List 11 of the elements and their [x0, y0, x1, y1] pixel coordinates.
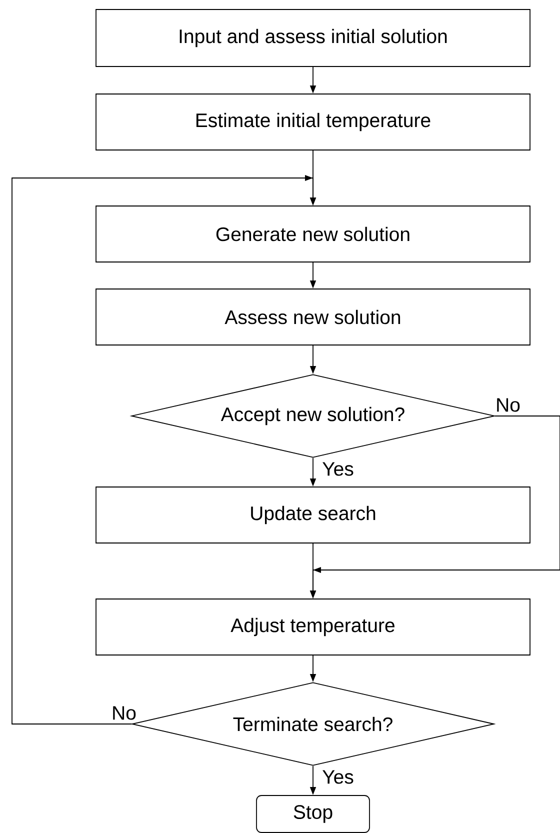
edge-label: Yes	[321, 461, 355, 477]
process-box: Input and assess initial solution	[96, 9, 530, 67]
arrow	[12, 175, 316, 724]
edge-label: No	[494, 397, 522, 413]
edge-label: Yes	[321, 769, 355, 785]
terminal-box: Stop	[256, 795, 370, 833]
process-box: Estimate initial temperature	[96, 94, 530, 150]
process-box: Generate new solution	[96, 206, 530, 262]
process-box: Adjust temperature	[96, 598, 530, 656]
process-box: Assess new solution	[96, 288, 530, 346]
process-box: Update search	[96, 486, 530, 544]
